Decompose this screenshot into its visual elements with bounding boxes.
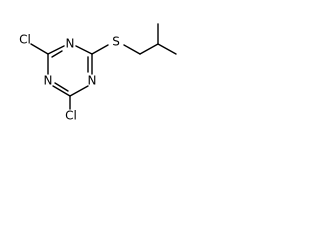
bond-ntop-c2	[75, 45, 93, 55]
bond-s-ch2	[123, 44, 141, 55]
bond-c1-ntop	[47, 45, 65, 55]
bond-c3-nleft-double	[54, 82, 69, 92]
atom-n-right: N	[88, 74, 97, 88]
bond-c1-ntop-double	[51, 50, 63, 58]
bond-nright-c3	[69, 85, 89, 97]
atom-n-top: N	[66, 37, 75, 51]
atom-cl-bottom: Cl	[65, 109, 77, 123]
bond-c2-s	[91, 44, 109, 55]
structure-diagram: Cl N N N S Cl	[19, 23, 177, 123]
atom-cl-top: Cl	[19, 33, 31, 47]
bond-ch2-ch	[139, 43, 159, 55]
bond-cl-top	[30, 43, 49, 55]
atom-n-left: N	[44, 74, 53, 88]
bond-layer	[30, 23, 177, 110]
molecule-canvas: Cl N N N S Cl	[0, 0, 205, 137]
atom-s: S	[112, 35, 120, 49]
bond-c3-nleft	[52, 85, 71, 97]
bond-ch-ch3-right	[157, 43, 177, 55]
